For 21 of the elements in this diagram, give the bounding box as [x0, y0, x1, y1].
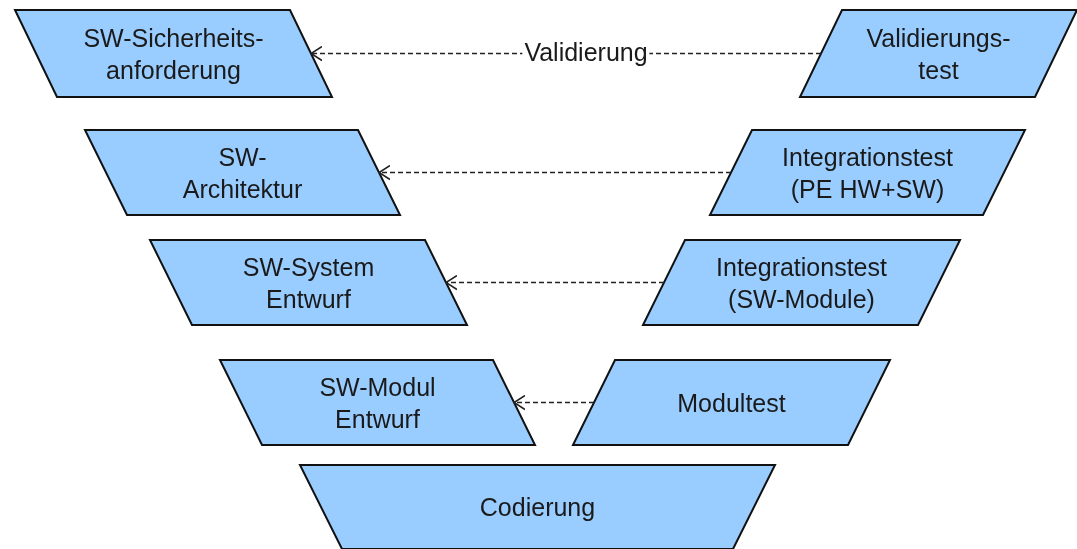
box-label: SW-Modul Entwurf — [318, 371, 437, 435]
dashed-arrow — [445, 274, 665, 291]
box-label: Integrationstest (SW-Module) — [715, 251, 888, 315]
box-label: Validierungs-test — [865, 22, 1012, 86]
parallelogram-box — [150, 240, 467, 325]
parallelogram-box — [220, 360, 535, 445]
box-label: Integrationstest (PE HW+SW) — [781, 141, 954, 205]
box-label: SW-Sicherheits-anforderung — [82, 22, 265, 86]
dashed-arrow — [378, 164, 732, 181]
box-label: Codierung — [479, 492, 596, 523]
trapezoid-box — [300, 465, 775, 549]
parallelogram-box — [710, 130, 1025, 215]
box-label: Modultest — [677, 387, 786, 419]
parallelogram-box — [85, 130, 400, 215]
parallelogram-box — [15, 10, 332, 97]
parallelogram-box — [573, 360, 890, 445]
parallelogram-box — [800, 10, 1077, 97]
dashed-arrow — [513, 394, 595, 411]
box-label: SW-Architektur — [181, 141, 304, 205]
parallelogram-box — [643, 240, 960, 325]
box-label: SW-System Entwurf — [241, 251, 376, 315]
